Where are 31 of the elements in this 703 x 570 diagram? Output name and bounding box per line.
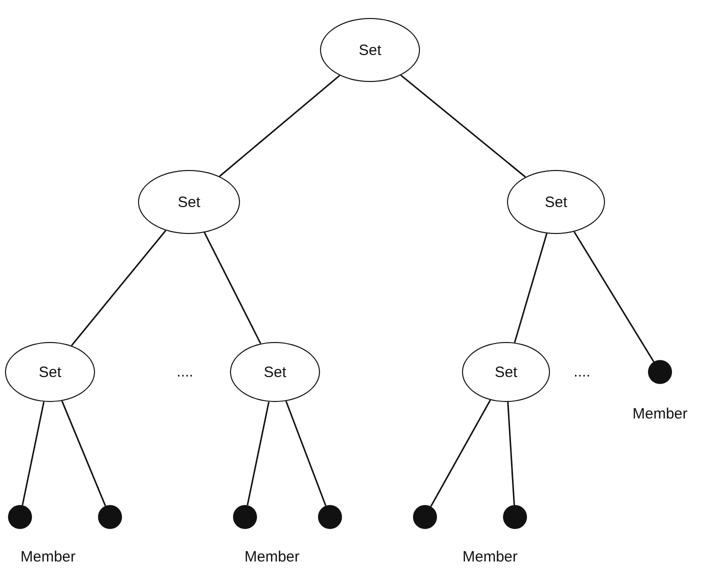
connector-line <box>430 400 491 507</box>
member-dot <box>503 505 527 529</box>
connector-line <box>514 233 548 343</box>
node-label: Set <box>494 364 518 380</box>
node-label: Set <box>544 194 568 210</box>
connector-line <box>204 232 262 344</box>
connector-line <box>400 74 526 178</box>
member-label: Member <box>244 548 300 566</box>
member-dot <box>648 360 672 384</box>
connector-line <box>246 402 270 506</box>
member-label: Member <box>462 548 518 566</box>
connector-line <box>61 400 106 506</box>
node-label: Set <box>264 364 286 380</box>
connector-line <box>507 402 515 506</box>
member-dot <box>318 505 342 529</box>
ellipsis-text: .... <box>176 364 194 380</box>
member-label: Member <box>20 548 76 566</box>
member-dot <box>8 505 32 529</box>
connector-line <box>574 231 654 362</box>
connector-line <box>22 402 45 506</box>
node-label: Set <box>358 42 382 58</box>
connector-line <box>70 230 166 346</box>
member-label: Member <box>632 406 688 422</box>
member-dot <box>413 505 437 529</box>
connector-line <box>285 400 326 506</box>
node-label: Set <box>178 194 200 210</box>
member-dot <box>233 505 257 529</box>
member-dot <box>98 505 122 529</box>
ellipsis-text: .... <box>574 364 590 380</box>
connector-line <box>219 74 340 177</box>
node-label: Set <box>38 364 62 380</box>
